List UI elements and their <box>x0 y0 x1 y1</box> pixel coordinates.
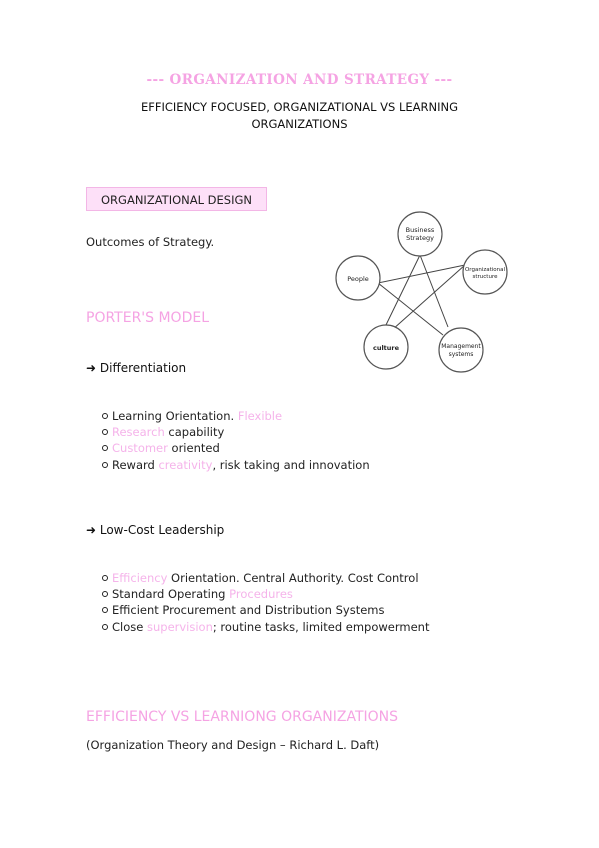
node-label: Business <box>406 226 435 234</box>
differentiation-list: Learning Orientation. Flexible Research … <box>102 408 370 473</box>
list-item: Customer oriented <box>102 440 370 456</box>
citation-text: (Organization Theory and Design – Richar… <box>86 738 380 752</box>
node-culture <box>363 324 409 370</box>
diagram-line <box>377 264 466 284</box>
outcomes-text: Outcomes of Strategy. <box>86 235 215 249</box>
porter-heading: PORTER'S MODEL <box>86 310 210 326</box>
efficiency-heading: EFFICIENCY VS LEARNIONG ORGANIZATIONS <box>86 709 399 725</box>
node-label: People <box>347 275 369 283</box>
list-item: Standard Operating Procedures <box>102 586 429 602</box>
organizational-design-label: ORGANIZATIONAL DESIGN <box>86 187 267 211</box>
low-cost-heading: ➜ Low-Cost Leadership <box>86 523 225 537</box>
list-item: Learning Orientation. Flexible <box>102 408 370 424</box>
low-cost-list: Efficiency Orientation. Central Authorit… <box>102 570 429 635</box>
node-business-strategy <box>397 211 443 257</box>
list-item: Efficiency Orientation. Central Authorit… <box>102 570 429 586</box>
node-label: systems <box>449 351 474 358</box>
node-label: Organizational <box>465 267 506 273</box>
node-organizational-structure <box>462 249 508 295</box>
node-management-systems <box>438 327 484 373</box>
page-subtitle: EFFICIENCY FOCUSED, ORGANIZATIONAL VS LE… <box>100 99 499 133</box>
differentiation-heading: ➜ Differentiation <box>86 361 187 375</box>
subtitle-line-2: ORGANIZATIONS <box>251 117 348 131</box>
list-item: Reward creativity, risk taking and innov… <box>102 457 370 473</box>
node-label: Strategy <box>406 234 434 242</box>
list-item: Research capability <box>102 424 370 440</box>
node-label: Management <box>441 343 481 350</box>
node-label: culture <box>373 344 400 352</box>
diagram-line <box>384 254 421 328</box>
diagram-line <box>419 254 449 328</box>
subtitle-line-1: EFFICIENCY FOCUSED, ORGANIZATIONAL VS LE… <box>140 100 459 114</box>
list-item: Close supervision; routine tasks, limite… <box>102 619 429 635</box>
node-people <box>335 255 381 301</box>
node-label: structure <box>473 274 499 280</box>
page-title: --- ORGANIZATION AND STRATEGY --- <box>146 72 453 88</box>
diagram-line <box>377 282 444 336</box>
strategy-star-diagram: Business Strategy People Organizational … <box>335 211 508 373</box>
list-item: Efficient Procurement and Distribution S… <box>102 602 429 618</box>
diagram-line <box>391 264 466 331</box>
